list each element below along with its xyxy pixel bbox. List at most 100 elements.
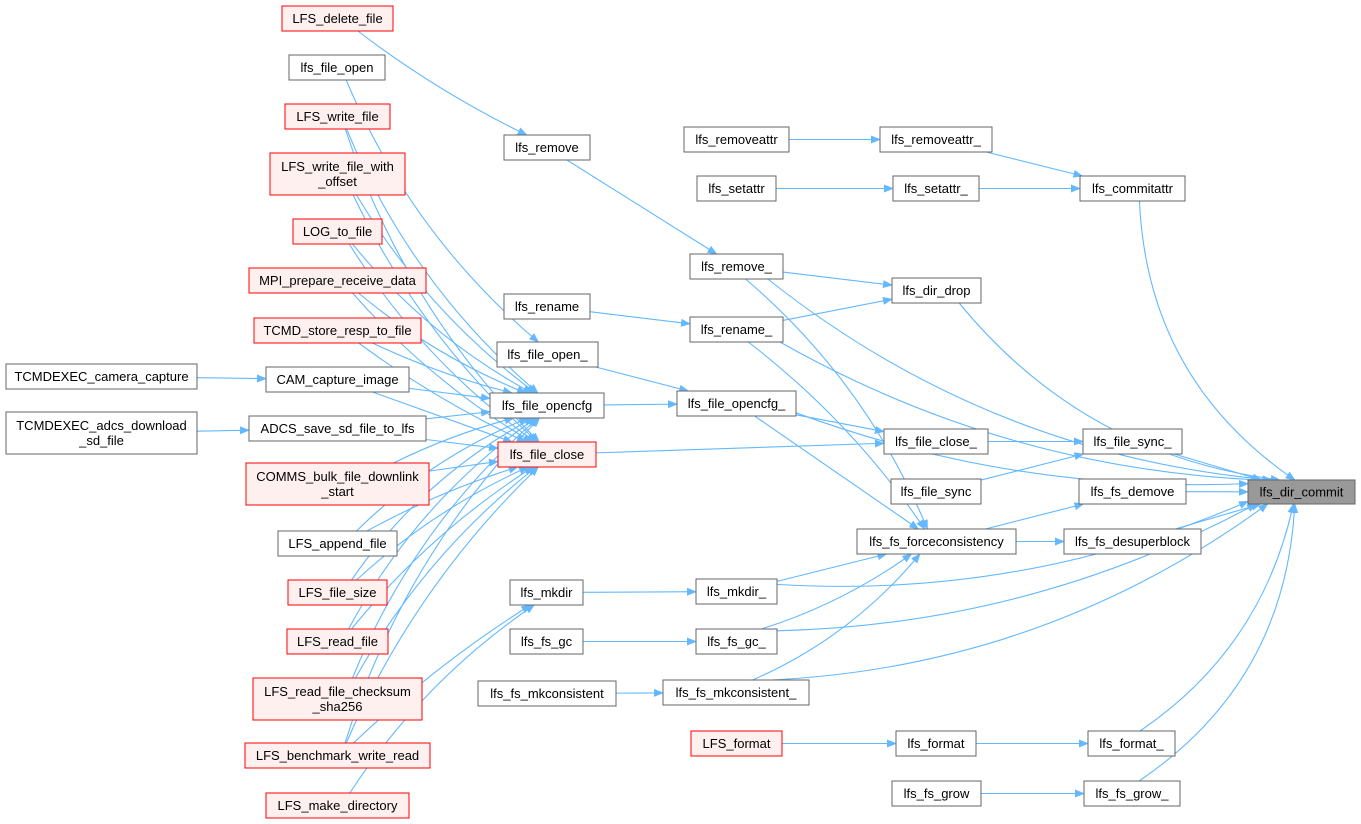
function-node-lfs-make-directory[interactable]: LFS_make_directory <box>265 792 410 819</box>
function-node-box[interactable] <box>856 528 1017 555</box>
function-node-box[interactable] <box>509 579 584 606</box>
function-node-lfs-file-size[interactable]: LFS_file_size <box>287 579 388 606</box>
function-node-lfs-fs-grow[interactable]: lfs_fs_grow <box>891 780 982 807</box>
function-node-comms-bulk-file-downlink-start[interactable]: COMMS_bulk_file_downlink_start <box>245 462 430 506</box>
function-node-box[interactable] <box>292 218 383 245</box>
function-node-box[interactable] <box>477 680 617 707</box>
function-node-lfs-fs-grow[interactable]: lfs_fs_grow_ <box>1083 780 1181 807</box>
function-node-box[interactable] <box>1078 478 1187 505</box>
function-node-box[interactable] <box>245 462 430 506</box>
function-node-box[interactable] <box>253 317 422 344</box>
function-node-box[interactable] <box>248 415 427 442</box>
function-node-box[interactable] <box>695 628 778 655</box>
function-node-box[interactable] <box>281 5 394 32</box>
function-node-tcmdexec-camera-capture[interactable]: TCMDEXEC_camera_capture <box>5 363 198 390</box>
function-node-box[interactable] <box>891 780 982 807</box>
function-node-tcmd-store-resp-to-file[interactable]: TCMD_store_resp_to_file <box>253 317 422 344</box>
function-node-box[interactable] <box>497 441 597 468</box>
function-node-lfs-format[interactable]: LFS_format <box>690 730 783 757</box>
function-node-lfs-read-file-checksum-sha256[interactable]: LFS_read_file_checksum_sha256 <box>252 677 423 721</box>
function-node-lfs-dir-drop[interactable]: lfs_dir_drop <box>891 277 982 304</box>
function-node-box[interactable] <box>489 392 605 419</box>
function-node-box[interactable] <box>496 341 599 368</box>
function-node-box[interactable] <box>503 293 591 320</box>
function-node-lfs-file-sync[interactable]: lfs_file_sync_ <box>1082 428 1183 455</box>
function-node-lfs-file-close[interactable]: lfs_file_close_ <box>883 428 989 455</box>
function-node-lfs-file-close[interactable]: lfs_file_close <box>497 441 597 468</box>
function-node-lfs-read-file[interactable]: LFS_read_file <box>286 628 389 655</box>
function-node-lfs-fs-gc[interactable]: lfs_fs_gc_ <box>695 628 778 655</box>
function-node-lfs-setattr[interactable]: lfs_setattr_ <box>892 175 980 202</box>
function-node-lfs-remove[interactable]: lfs_remove_ <box>689 253 784 280</box>
function-node-lfs-rename[interactable]: lfs_rename <box>503 293 591 320</box>
function-node-mpi-prepare-receive-data[interactable]: MPI_prepare_receive_data <box>248 267 427 294</box>
function-node-box[interactable] <box>284 103 391 130</box>
function-node-lfs-fs-gc[interactable]: lfs_fs_gc <box>509 628 584 655</box>
function-node-box[interactable] <box>695 578 778 605</box>
function-node-lfs-file-opencfg[interactable]: lfs_file_opencfg_ <box>676 390 797 417</box>
function-node-lfs-mkdir[interactable]: lfs_mkdir_ <box>695 578 778 605</box>
function-node-box[interactable] <box>248 267 427 294</box>
function-node-lfs-fs-mkconsistent[interactable]: lfs_fs_mkconsistent <box>477 680 617 707</box>
function-node-box[interactable] <box>287 579 388 606</box>
function-node-lfs-removeattr[interactable]: lfs_removeattr_ <box>879 126 993 153</box>
function-node-lfs-file-opencfg[interactable]: lfs_file_opencfg <box>489 392 605 419</box>
function-node-box[interactable] <box>1083 780 1181 807</box>
function-node-box[interactable] <box>269 152 406 196</box>
function-node-box[interactable] <box>689 253 784 280</box>
function-node-lfs-write-file[interactable]: LFS_write_file <box>284 103 391 130</box>
function-node-lfs-write-file-with-offset[interactable]: LFS_write_file_with_offset <box>269 152 406 196</box>
function-node-box[interactable] <box>5 363 198 390</box>
function-node-lfs-format[interactable]: lfs_format_ <box>1087 730 1176 757</box>
function-node-lfs-file-open[interactable]: lfs_file_open <box>288 54 386 81</box>
function-node-adcs-save-sd-file-to-lfs[interactable]: ADCS_save_sd_file_to_lfs <box>248 415 427 442</box>
function-node-box[interactable] <box>895 730 977 757</box>
function-node-box[interactable] <box>288 54 386 81</box>
function-node-box[interactable] <box>286 628 389 655</box>
function-node-box[interactable] <box>244 742 431 769</box>
function-node-lfs-dir-commit[interactable]: lfs_dir_commit <box>1247 479 1356 505</box>
function-node-box[interactable] <box>689 316 784 343</box>
function-node-box[interactable] <box>662 679 810 706</box>
function-node-box[interactable] <box>890 478 982 505</box>
function-node-box[interactable] <box>265 366 410 393</box>
function-node-box[interactable] <box>1063 528 1202 555</box>
function-node-lfs-rename[interactable]: lfs_rename_ <box>689 316 784 343</box>
function-node-box[interactable] <box>509 628 584 655</box>
function-node-lfs-mkdir[interactable]: lfs_mkdir <box>509 579 584 606</box>
function-node-lfs-append-file[interactable]: LFS_append_file <box>277 530 398 557</box>
function-node-box[interactable] <box>690 730 783 757</box>
function-node-log-to-file[interactable]: LOG_to_file <box>292 218 383 245</box>
function-node-lfs-commitattr[interactable]: lfs_commitattr <box>1079 175 1186 202</box>
function-node-box[interactable] <box>676 390 797 417</box>
function-node-box[interactable] <box>277 530 398 557</box>
function-node-box[interactable] <box>696 175 777 202</box>
function-node-lfs-setattr[interactable]: lfs_setattr <box>696 175 777 202</box>
function-node-box[interactable] <box>1247 479 1356 505</box>
function-node-lfs-delete-file[interactable]: LFS_delete_file <box>281 5 394 32</box>
function-node-box[interactable] <box>265 792 410 819</box>
function-node-box[interactable] <box>5 411 198 455</box>
function-node-box[interactable] <box>1087 730 1176 757</box>
function-node-box[interactable] <box>1082 428 1183 455</box>
function-node-lfs-file-sync[interactable]: lfs_file_sync <box>890 478 982 505</box>
function-node-box[interactable] <box>879 126 993 153</box>
function-node-box[interactable] <box>891 277 982 304</box>
function-node-box[interactable] <box>1079 175 1186 202</box>
function-node-lfs-removeattr[interactable]: lfs_removeattr <box>683 126 790 153</box>
function-node-lfs-fs-demove[interactable]: lfs_fs_demove <box>1078 478 1187 505</box>
function-node-box[interactable] <box>892 175 980 202</box>
function-node-box[interactable] <box>683 126 790 153</box>
function-node-tcmdexec-adcs-download-sd-file[interactable]: TCMDEXEC_adcs_download_sd_file <box>5 411 198 455</box>
function-node-lfs-fs-forceconsistency[interactable]: lfs_fs_forceconsistency <box>856 528 1017 555</box>
function-node-box[interactable] <box>252 677 423 721</box>
function-node-lfs-file-open[interactable]: lfs_file_open_ <box>496 341 599 368</box>
function-node-lfs-benchmark-write-read[interactable]: LFS_benchmark_write_read <box>244 742 431 769</box>
function-node-lfs-format[interactable]: lfs_format <box>895 730 977 757</box>
function-node-lfs-fs-desuperblock[interactable]: lfs_fs_desuperblock <box>1063 528 1202 555</box>
function-node-cam-capture-image[interactable]: CAM_capture_image <box>265 366 410 393</box>
function-node-box[interactable] <box>883 428 989 455</box>
function-node-box[interactable] <box>503 134 591 161</box>
function-node-lfs-remove[interactable]: lfs_remove <box>503 134 591 161</box>
function-node-lfs-fs-mkconsistent[interactable]: lfs_fs_mkconsistent_ <box>662 679 810 706</box>
